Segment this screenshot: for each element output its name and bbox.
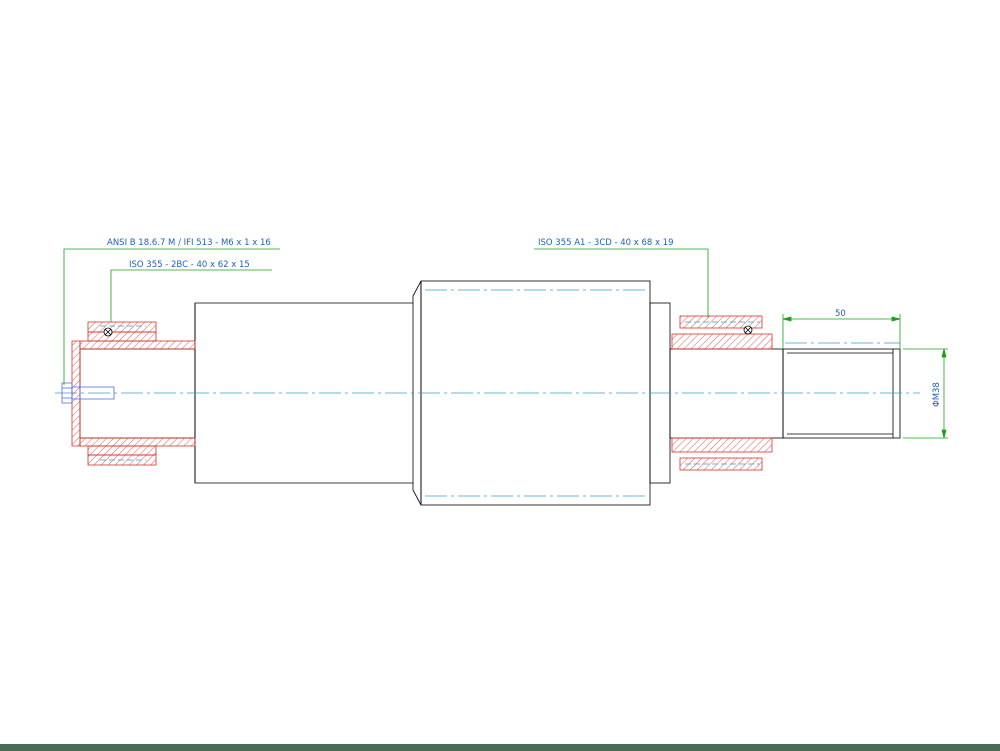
right-bearing-lower [671, 437, 773, 471]
screw-callout-label: ANSI B 18.6.7 M / IFI 513 - M6 x 1 x 16 [107, 238, 271, 248]
left-bearing-callout-label: ISO 355 - 2BC - 40 x 62 x 15 [129, 260, 250, 270]
left-bearing-upper [87, 321, 157, 342]
length-dimension-label: 50 [835, 309, 846, 319]
right-bearing-callout-label: ISO 355 A1 - 3CD - 40 x 68 x 19 [538, 238, 674, 248]
screw-icon [61, 382, 115, 404]
right-bearing-upper [671, 315, 773, 350]
left-bearing-leader [110, 269, 272, 322]
diameter-dimension-label: ΦM38 [932, 382, 942, 407]
threaded-end [782, 348, 901, 439]
center-lines [55, 289, 920, 497]
diameter-dimension [903, 348, 948, 439]
length-dimension [782, 314, 901, 349]
bottom-bar [0, 744, 1000, 751]
left-bearing-lower [87, 445, 157, 466]
right-bearing-leader [700, 248, 709, 318]
left-end-cap [71, 340, 196, 447]
leader-lines [63, 248, 709, 385]
left-journal [79, 348, 196, 439]
screw-leader [63, 248, 280, 385]
right-journal [669, 348, 784, 439]
